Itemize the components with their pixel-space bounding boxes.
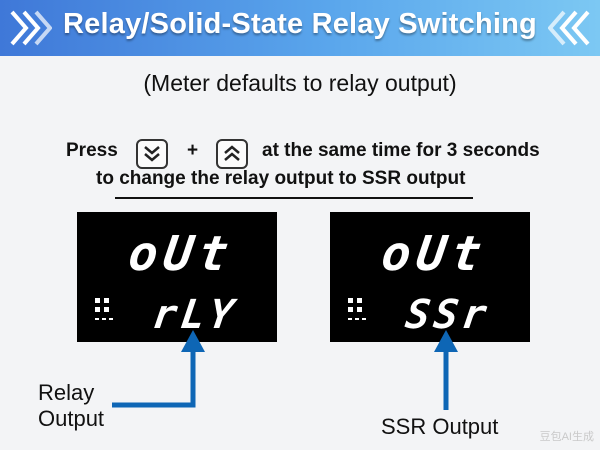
relay-output-label: Relay Output xyxy=(38,380,104,432)
subtitle: (Meter defaults to relay output) xyxy=(143,70,457,96)
down-key-button xyxy=(136,139,168,169)
relay-display: oUt rLY xyxy=(77,212,277,342)
relay-label-line-1: Relay xyxy=(38,380,95,405)
instruction-press: Press xyxy=(66,140,118,161)
header-banner: Relay/Solid-State Relay Switching xyxy=(0,0,600,56)
double-chevron-up-icon xyxy=(224,145,240,161)
instruction-plus: + xyxy=(187,140,199,161)
double-chevron-down-icon xyxy=(144,146,160,162)
instruction-line-2: to change the relay output to SSR output xyxy=(96,168,466,189)
ssr-display: oUt SSr xyxy=(330,212,530,342)
relay-label-line-2: Output xyxy=(38,406,105,431)
relay-arrow xyxy=(112,330,205,408)
double-chevron-left-icon xyxy=(548,10,590,46)
ssr-output-label: SSR Output xyxy=(381,414,499,439)
indicator-dots-icon xyxy=(95,298,113,320)
watermark: 豆包AI生成 xyxy=(539,431,594,443)
ssr-arrow xyxy=(434,330,458,410)
page-title: Relay/Solid-State Relay Switching xyxy=(63,8,537,40)
double-chevron-right-icon xyxy=(10,10,52,46)
instruction-rest: at the same time for 3 seconds xyxy=(262,140,540,161)
up-key-button xyxy=(216,139,248,169)
indicator-dots-icon xyxy=(348,298,366,320)
instruction-underline xyxy=(115,197,473,199)
